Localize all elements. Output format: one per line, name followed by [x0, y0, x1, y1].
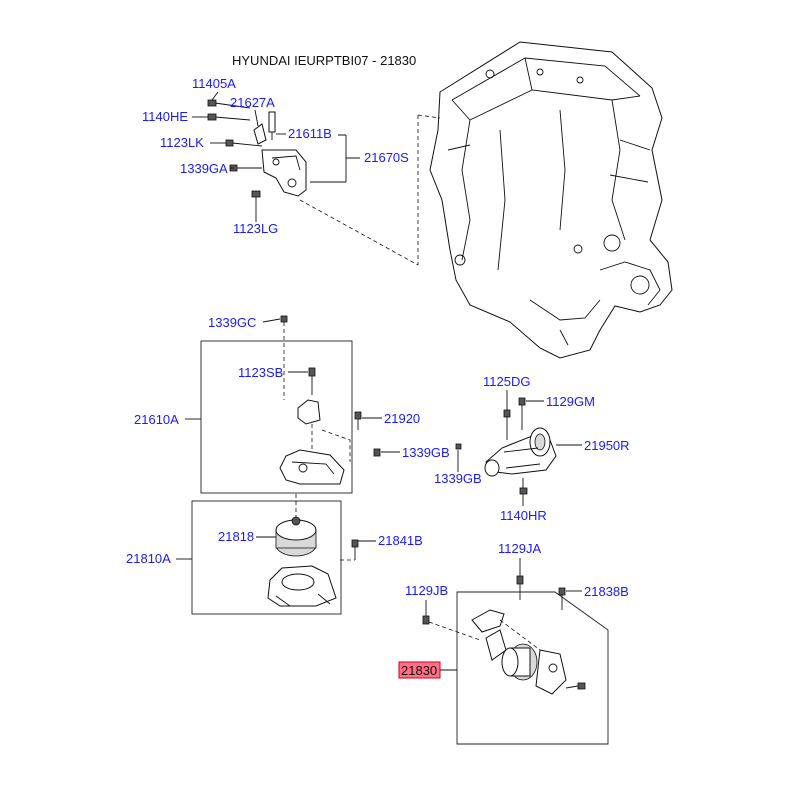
label-21950R[interactable]: 21950R	[584, 438, 630, 453]
group-box-21610A	[200, 340, 353, 494]
label-1123SB[interactable]: 1123SB	[238, 365, 283, 380]
label-11405A[interactable]: 11405A	[192, 76, 236, 91]
label-1339GC[interactable]: 1339GC	[208, 315, 256, 330]
label-21610A[interactable]: 21610A	[134, 412, 179, 427]
label-21810A[interactable]: 21810A	[126, 551, 171, 566]
label-1125DG[interactable]: 1125DG	[483, 374, 530, 389]
label-21818[interactable]: 21818	[218, 529, 254, 544]
label-1339GB-upper[interactable]: 1339GB	[402, 445, 450, 460]
engine-bracket-21670S-illustration	[207, 99, 307, 215]
label-1129GM[interactable]: 1129GM	[546, 394, 595, 409]
label-1339GA[interactable]: 1339GA	[180, 161, 228, 176]
mount-bracket-21610A-illustration	[279, 315, 381, 485]
label-21611B[interactable]: 21611B	[288, 126, 332, 141]
transmission-mount-21830-illustration	[422, 575, 586, 695]
engine-block-illustration	[429, 41, 673, 359]
label-1140HR[interactable]: 1140HR	[500, 508, 547, 523]
label-21670S[interactable]: 21670S	[364, 150, 409, 165]
label-21838B[interactable]: 21838B	[584, 584, 629, 599]
diagram-title: HYUNDAI IEURPTBI07 - 21830	[232, 53, 416, 68]
callout-labels: 11405A 1140HE 21627A 1123LK 21611B 21670…	[126, 76, 630, 679]
label-1129JA[interactable]: 1129JA	[498, 541, 541, 556]
label-21841B[interactable]: 21841B	[378, 533, 423, 548]
insulator-21810A-illustration	[267, 494, 359, 607]
label-21920[interactable]: 21920	[384, 411, 420, 426]
label-1129JB[interactable]: 1129JB	[405, 583, 448, 598]
label-21830[interactable]: 21830	[401, 663, 437, 678]
group-box-21810A	[191, 500, 342, 615]
label-21627A[interactable]: 21627A	[230, 95, 275, 110]
group-box-21830	[456, 591, 609, 745]
label-1123LK[interactable]: 1123LK	[160, 135, 204, 150]
label-1123LG[interactable]: 1123LG	[233, 221, 278, 236]
label-1140HE[interactable]: 1140HE	[142, 109, 188, 124]
label-1339GB-lower[interactable]: 1339GB	[434, 471, 482, 486]
roll-rod-21950R-illustration	[455, 397, 557, 495]
